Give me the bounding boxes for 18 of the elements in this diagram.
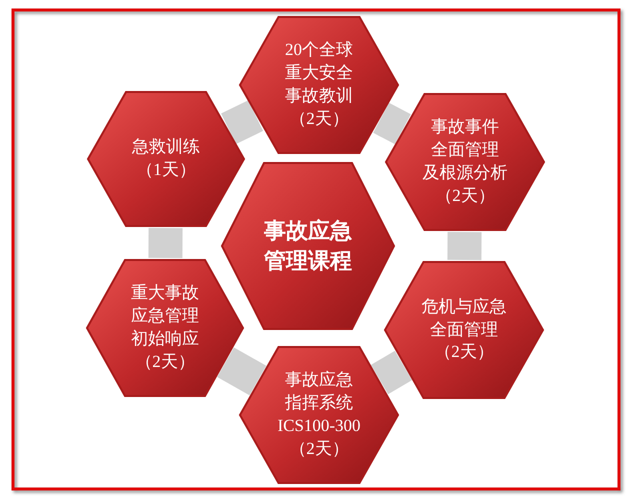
duration-text: （1天） <box>136 159 196 181</box>
connector-band <box>217 347 266 396</box>
duration-text: （2天） <box>434 341 494 364</box>
duration-text: （2天） <box>289 108 349 130</box>
connector-band <box>447 232 482 260</box>
connector-band <box>148 228 183 258</box>
course-title: 事故事件全面管理及根源分析 <box>422 116 508 184</box>
course-title: 20个全球重大安全事故教训 <box>285 39 353 107</box>
course-title: 事故应急指挥系统ICS100-300 <box>277 369 361 437</box>
course-title: 危机与应急全面管理 <box>422 296 506 341</box>
center-title: 事故应急管理课程 <box>264 217 352 275</box>
duration-text: （2天） <box>135 350 195 373</box>
duration-text: （2天） <box>289 438 349 460</box>
course-title: 急救训练 <box>132 136 200 158</box>
connector-band <box>373 102 411 144</box>
course-title: 重大事故应急管理初始响应 <box>131 282 199 350</box>
connector-band <box>370 350 412 394</box>
duration-text: （2天） <box>435 184 495 207</box>
